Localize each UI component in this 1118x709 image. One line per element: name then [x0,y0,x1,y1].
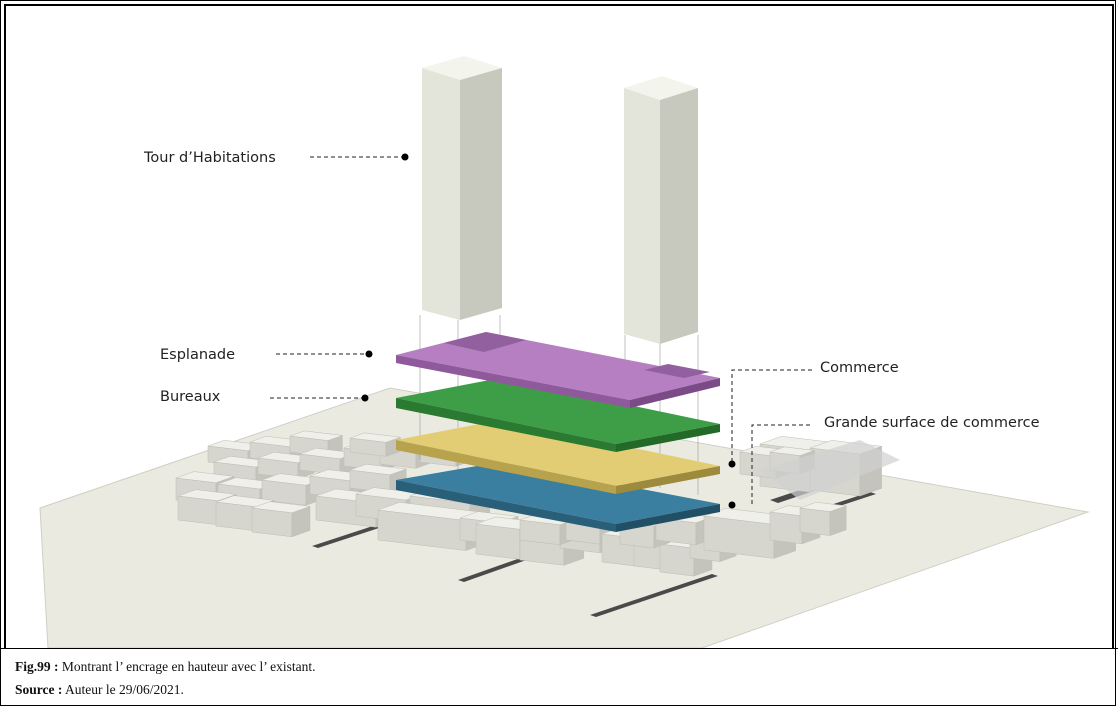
label-commerce: Commerce [820,360,899,376]
source-caption-text: Auteur le 29/06/2021. [65,682,184,697]
slab-commerce [396,420,720,494]
existing-building [251,501,311,538]
slab-esplanade [396,332,720,408]
figure-box [4,4,1114,648]
caption-area: Fig.99 : Montrant l’ encrage en hauteur … [0,648,1118,709]
label-bureaux: Bureaux [160,389,221,405]
existing-building [349,432,401,457]
tower-2 [624,76,698,344]
slab-bureaux [396,378,720,452]
source-caption-label: Source : [15,682,63,697]
tower-1 [422,56,502,320]
slab-grande-surface [396,462,720,532]
label-tour: Tour d’Habitations [143,150,276,166]
source-caption: Source : Auteur le 29/06/2021. [15,682,184,698]
label-grande-surface: Grande surface de commerce [824,415,1040,431]
leader-lines [270,156,812,505]
figure-caption: Fig.99 : Montrant l’ encrage en hauteur … [15,659,316,675]
figure-caption-text: Montrant l’ encrage en hauteur avec l’ e… [61,659,316,674]
leader-dots [361,153,736,509]
figure-caption-label: Fig.99 : [15,659,59,674]
axonometric-diagram: Tour d’Habitations Esplanade Bureaux Com… [39,56,1090,648]
label-esplanade: Esplanade [160,347,235,363]
existing-building [799,501,847,536]
block-shadow [760,440,900,500]
